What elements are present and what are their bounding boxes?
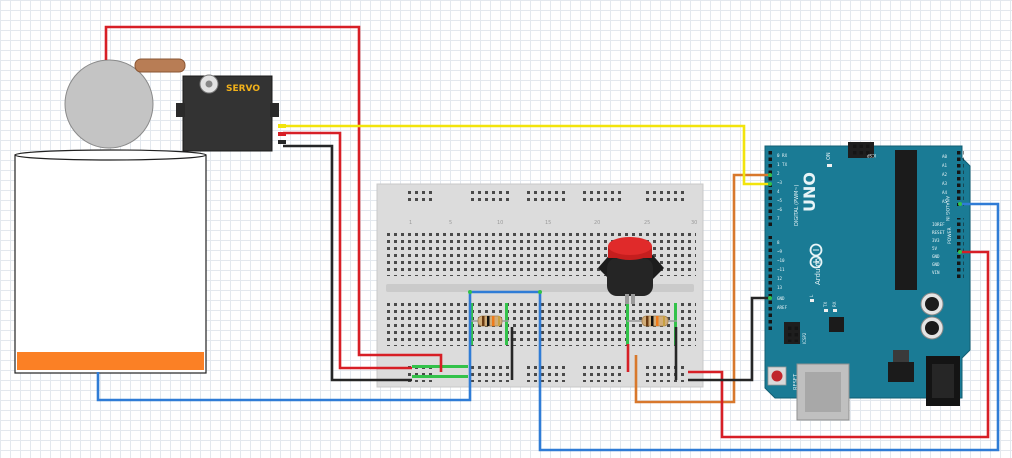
wire-black-servo <box>283 144 412 382</box>
pin-label: 12 <box>777 276 783 281</box>
pin-label: GND <box>777 296 785 301</box>
digital-header-lower <box>767 236 775 330</box>
arduino-uno: 0 RX 1 TX 2 ~3 4 ~5 ~6 7 8 ~9 ~10 ~11 12… <box>764 142 971 421</box>
icsp-label: ICSP <box>866 153 876 158</box>
servo-left-mount <box>176 103 185 117</box>
wire-yellow-servo-signal <box>283 124 770 186</box>
pin-label: IOREF <box>932 222 945 227</box>
pin-label: VIN <box>932 270 940 275</box>
pin-label: A2 <box>942 172 948 177</box>
analog-header <box>956 150 964 206</box>
servo-right-mount <box>270 103 279 117</box>
pin-label: 2 <box>777 171 780 176</box>
usb-chip <box>829 317 844 332</box>
power-header <box>956 218 964 278</box>
icsp2-label: ICSP2 <box>802 332 807 344</box>
pin-label: ~6 <box>777 207 783 212</box>
on-led <box>827 164 832 167</box>
pin-label: ~3 <box>777 180 783 185</box>
pin-label: ~10 <box>777 258 785 263</box>
tank-body <box>14 154 207 374</box>
water-level-fill <box>17 352 204 370</box>
resistor-left <box>470 315 509 327</box>
servo-horn <box>134 58 186 73</box>
push-button <box>598 237 664 304</box>
pin-label: A5 <box>942 199 948 204</box>
arduino-logo-icon <box>809 243 823 269</box>
column-number: 1 <box>409 220 412 226</box>
brand-label: Arduino <box>814 258 822 285</box>
wire-red-5v <box>688 250 990 439</box>
pin-label: AREF <box>777 305 788 310</box>
servo-disc <box>64 59 154 149</box>
pin-label: ~11 <box>777 267 785 272</box>
pin-label: 0 RX <box>777 153 788 158</box>
pin-label: RESET <box>932 230 945 235</box>
pin-label: A3 <box>942 181 948 186</box>
column-number: 15 <box>545 220 551 226</box>
pin-label: GND <box>932 262 940 267</box>
wire-red-servo <box>283 131 412 370</box>
column-number: 20 <box>594 220 600 226</box>
pin-label: 13 <box>777 285 783 290</box>
column-number: 30 <box>691 220 697 226</box>
pin-label: 8 <box>777 240 780 245</box>
servo-body <box>182 75 273 152</box>
column-number: 10 <box>497 220 503 226</box>
pin-label: ~9 <box>777 249 783 254</box>
tx-led-label: TX <box>823 302 828 308</box>
analog-header-label: ANALOG IN <box>944 196 950 221</box>
pin-label: GND <box>932 254 940 259</box>
digital-header-label: DIGITAL (PWM~) <box>794 184 800 226</box>
wire-black-gnd <box>688 296 770 382</box>
on-led-label: ON <box>826 152 832 160</box>
voltage-regulator <box>888 362 914 382</box>
water-tank <box>14 149 207 374</box>
power-header-label: POWER <box>947 227 953 244</box>
pin-label: 7 <box>777 216 780 221</box>
tank-rim <box>14 149 207 161</box>
digital-header-upper <box>767 150 775 228</box>
servo-motor: SERVO <box>64 58 286 152</box>
pin-label: A4 <box>942 190 948 195</box>
reset-label: RESET <box>793 373 799 390</box>
pin-label: A0 <box>942 154 948 159</box>
column-number: 25 <box>644 220 650 226</box>
wire-orange-button <box>634 173 770 404</box>
pin-label: 1 TX <box>777 162 788 167</box>
servo-label: SERVO <box>226 84 260 94</box>
uno-label: UNO <box>800 172 819 212</box>
pin-label: A1 <box>942 163 948 168</box>
pin-label: 3V3 <box>932 238 940 243</box>
wire-red-servo-top <box>104 25 443 372</box>
atmega-chip <box>895 150 917 290</box>
l-led-label: L <box>809 294 814 297</box>
pin-label: 4 <box>777 189 780 194</box>
pin-label: ~5 <box>777 198 783 203</box>
resistor-right <box>627 315 677 327</box>
rx-led-label: RX <box>832 301 837 307</box>
pin-label: 5V <box>932 246 938 251</box>
column-number: 5 <box>449 220 452 226</box>
